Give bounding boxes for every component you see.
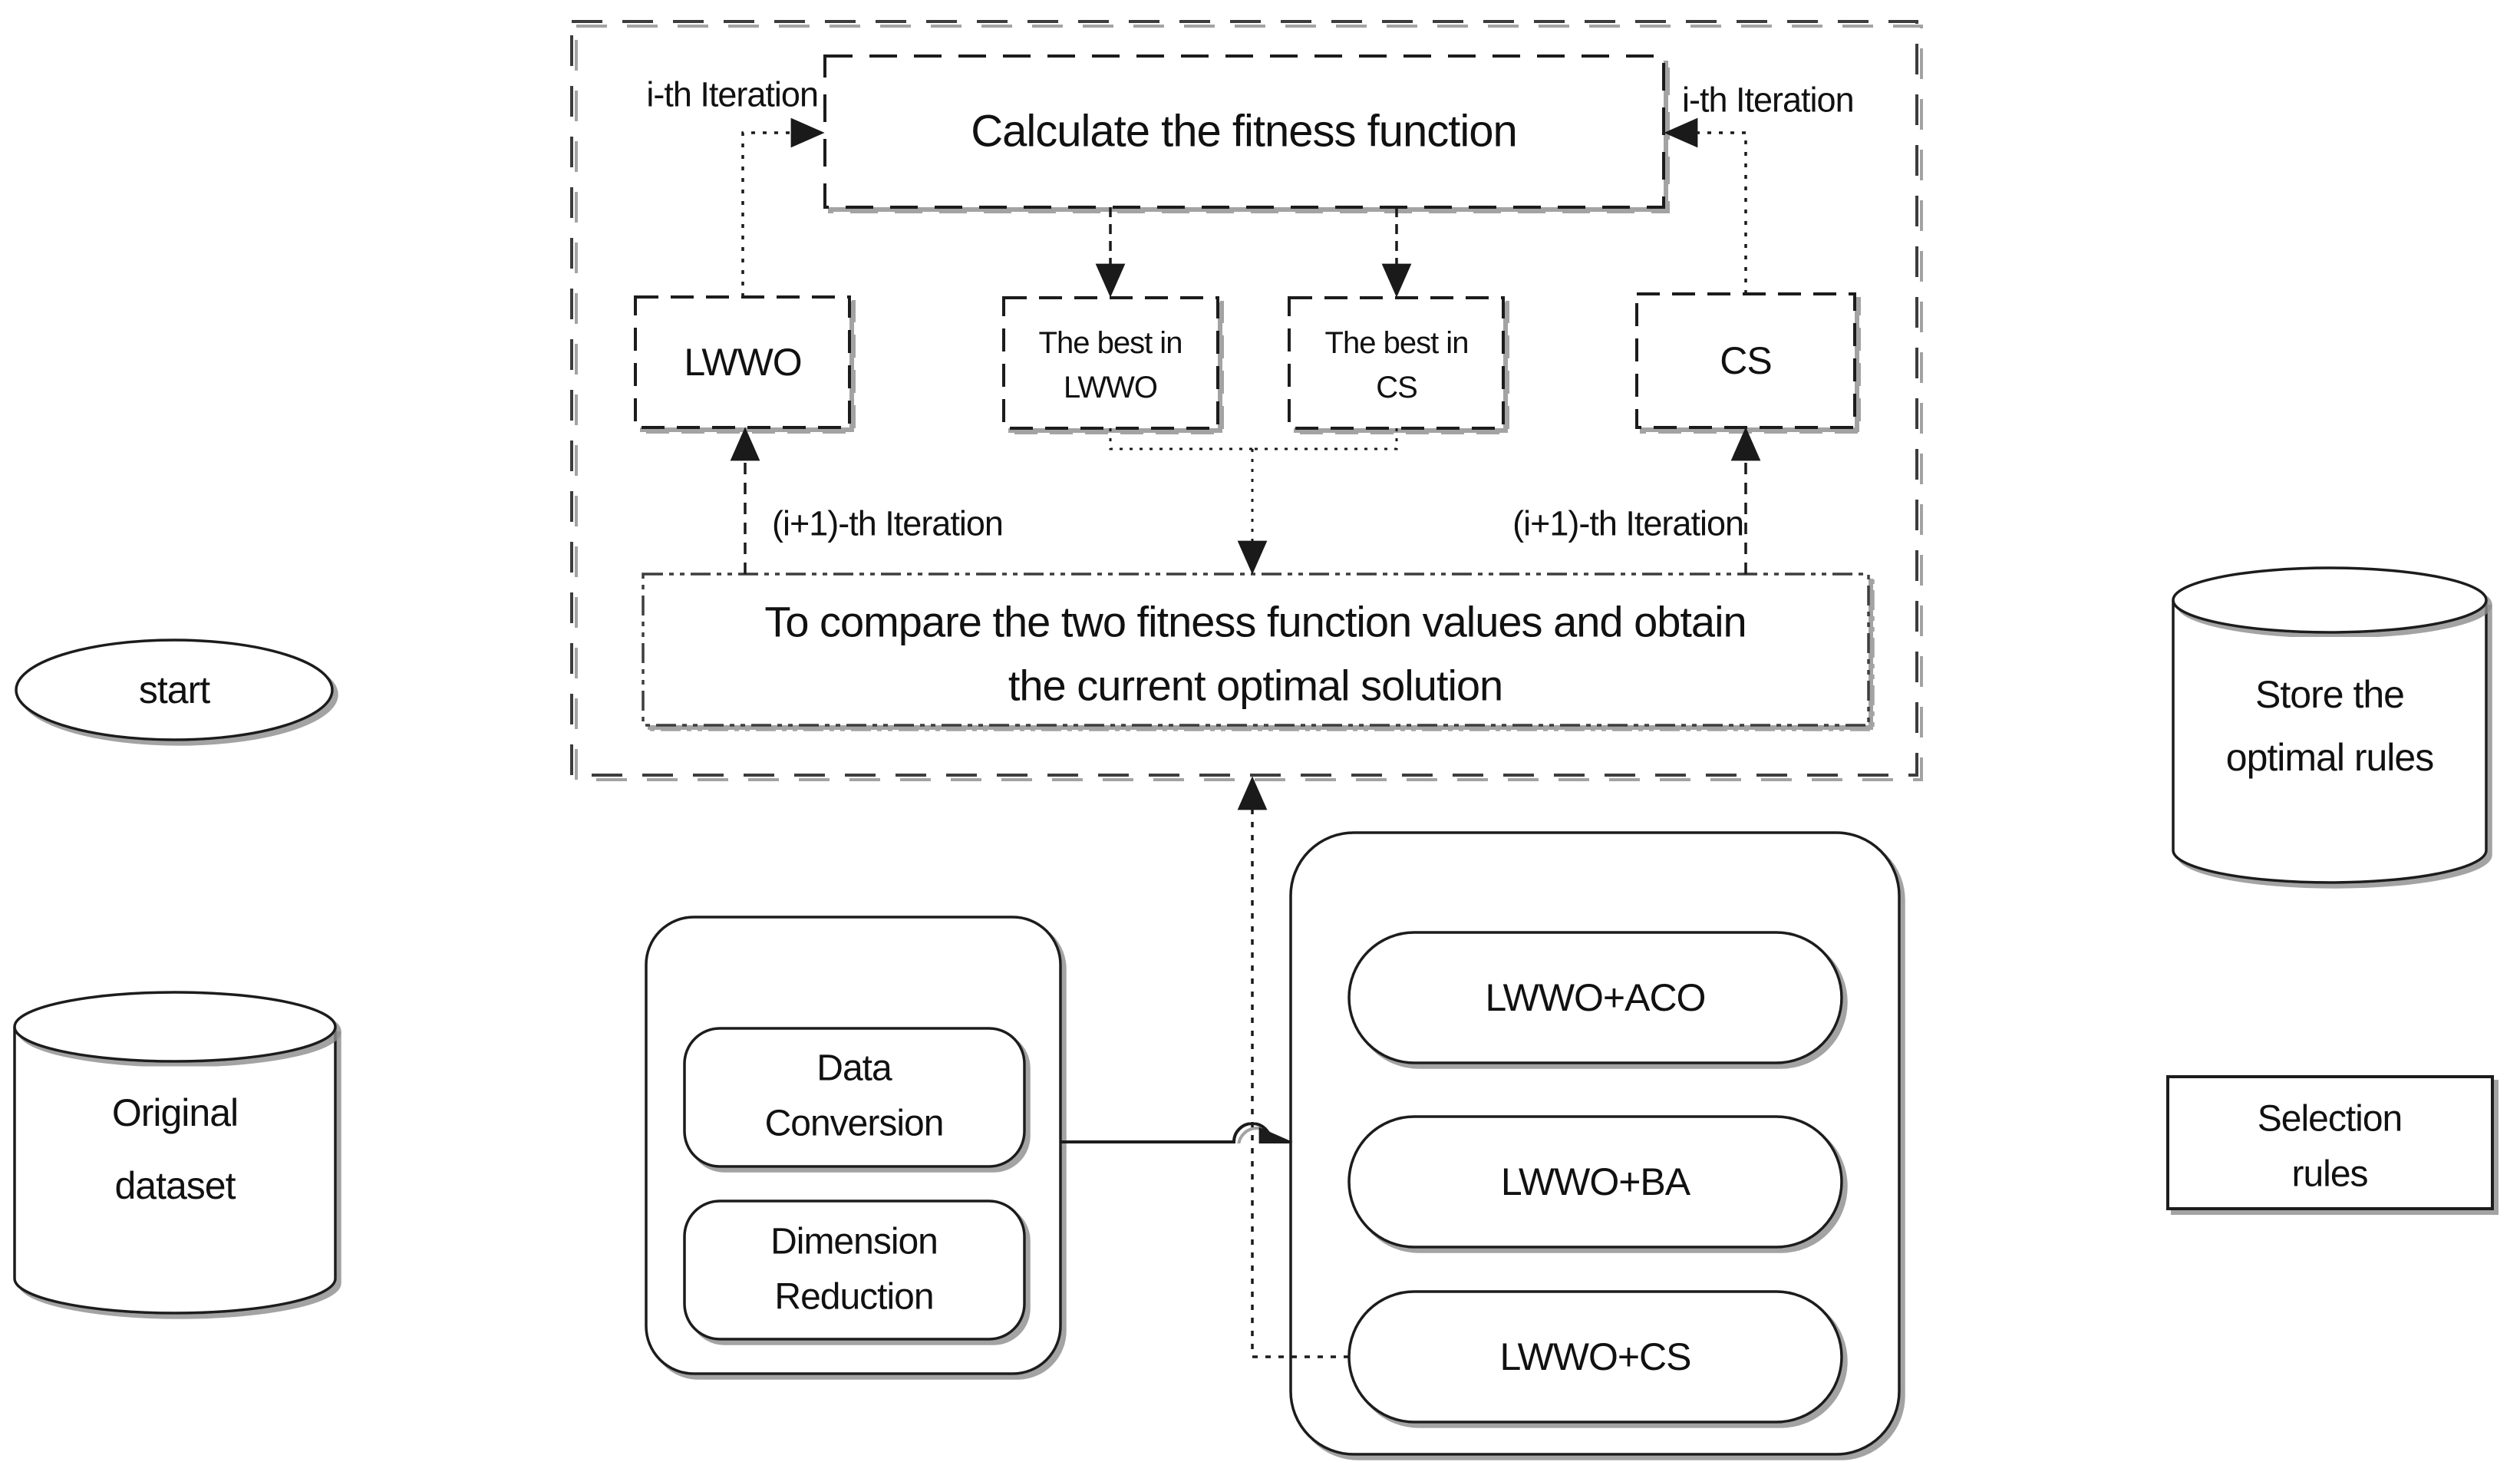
node-optimizer-loop <box>570 20 1918 777</box>
best-in-lwwo-label-line2: LWWO <box>1064 371 1157 404</box>
lwwo-ba-box <box>1347 1115 1843 1249</box>
best-in-lwwo-label-line1: The best in <box>1039 326 1182 360</box>
compare-solution-label-line2: the current optimal solution <box>1008 662 1502 710</box>
node-lwwo-aco: LWWO+ACO <box>1347 931 1843 1064</box>
lwwo-cs-label: LWWO+CS <box>1499 1335 1690 1378</box>
calculate-fitness-box <box>823 54 1665 209</box>
edge-labels: i-th Iteration i-th Iteration (i+1)-th I… <box>646 75 1854 543</box>
node-original-dataset: Original dataset <box>13 991 337 1315</box>
best-in-cs-label-line1: The best in <box>1325 326 1469 360</box>
compare-solution-box <box>642 573 1870 727</box>
edge-ith-left <box>741 117 825 297</box>
label-i1th-left: (i+1)-th Iteration <box>772 504 1003 543</box>
lwwo-aco-label: LWWO+ACO <box>1486 976 1706 1019</box>
store-label-line2: optimal rules <box>2226 736 2433 779</box>
node-compare-solution: To compare the two fitness function valu… <box>642 573 1870 727</box>
store-cylinder-body <box>2172 600 2488 884</box>
node-lwwo: LWWO <box>634 295 851 429</box>
dataset-label-line2: dataset <box>114 1164 236 1207</box>
selection-rules-label-line2: rules <box>2291 1154 2367 1195</box>
node-best-in-cs: The best in CS <box>1288 296 1505 430</box>
optimizer-loop-border <box>570 20 1918 777</box>
best-in-cs-label-line2: CS <box>1376 371 1417 404</box>
node-best-in-lwwo: The best in LWWO <box>1002 296 1219 430</box>
lwwo-cs-box <box>1347 1290 1843 1424</box>
best-in-lwwo-box <box>1002 296 1219 430</box>
dataset-cylinder-top <box>13 991 337 1063</box>
dimension-reduction-label-line2: Reduction <box>774 1277 933 1318</box>
label-i1th-right: (i+1)-th Iteration <box>1512 504 1743 543</box>
store-label-line1: Store the <box>2255 673 2404 716</box>
label-ith-left: i-th Iteration <box>646 75 818 114</box>
node-data-conversion: Data Conversion <box>683 1027 1026 1168</box>
node-store-optimal-rules: Store the optimal rules <box>2172 566 2488 884</box>
data-conversion-label-line1: Data <box>816 1048 892 1089</box>
selection-rules-label-line1: Selection <box>2258 1099 2402 1140</box>
lwwo-label: LWWO <box>684 341 801 384</box>
node-cs: CS <box>1635 292 1856 429</box>
dimension-reduction-box <box>683 1199 1026 1341</box>
lwwo-aco-box <box>1347 931 1843 1064</box>
node-dimension-reduction: Dimension Reduction <box>683 1199 1026 1341</box>
node-calculate-fitness: Calculate the fitness function <box>823 54 1665 209</box>
store-cylinder-top <box>2172 566 2488 634</box>
node-start: start <box>15 639 334 741</box>
dimension-reduction-label-line1: Dimension <box>770 1222 938 1262</box>
node-lwwo-ba: LWWO+BA <box>1347 1115 1843 1249</box>
cs-label: CS <box>1720 339 1771 382</box>
data-conversion-label-line2: Conversion <box>765 1104 944 1144</box>
data-conversion-box <box>683 1027 1026 1168</box>
best-in-cs-box <box>1288 296 1505 430</box>
calculate-fitness-label: Calculate the fitness function <box>971 107 1517 157</box>
dataset-label-line1: Original <box>112 1091 238 1134</box>
node-lwwo-cs: LWWO+CS <box>1347 1290 1843 1424</box>
edge-ith-right <box>1664 117 1747 294</box>
label-ith-right: i-th Iteration <box>1682 81 1854 120</box>
edge-lwwocs-to-loop <box>1237 776 1349 1358</box>
compare-solution-label-line1: To compare the two fitness function valu… <box>764 598 1746 646</box>
lwwo-ba-label: LWWO+BA <box>1501 1160 1691 1203</box>
edges <box>159 117 2346 1358</box>
edge-best-cs-merge <box>1252 428 1398 450</box>
dataset-cylinder-body <box>13 1027 337 1315</box>
edge-best-lwwo-merge <box>1109 428 1252 450</box>
start-label: start <box>139 668 210 711</box>
node-selection-rules: Selection rules <box>2166 1075 2494 1210</box>
